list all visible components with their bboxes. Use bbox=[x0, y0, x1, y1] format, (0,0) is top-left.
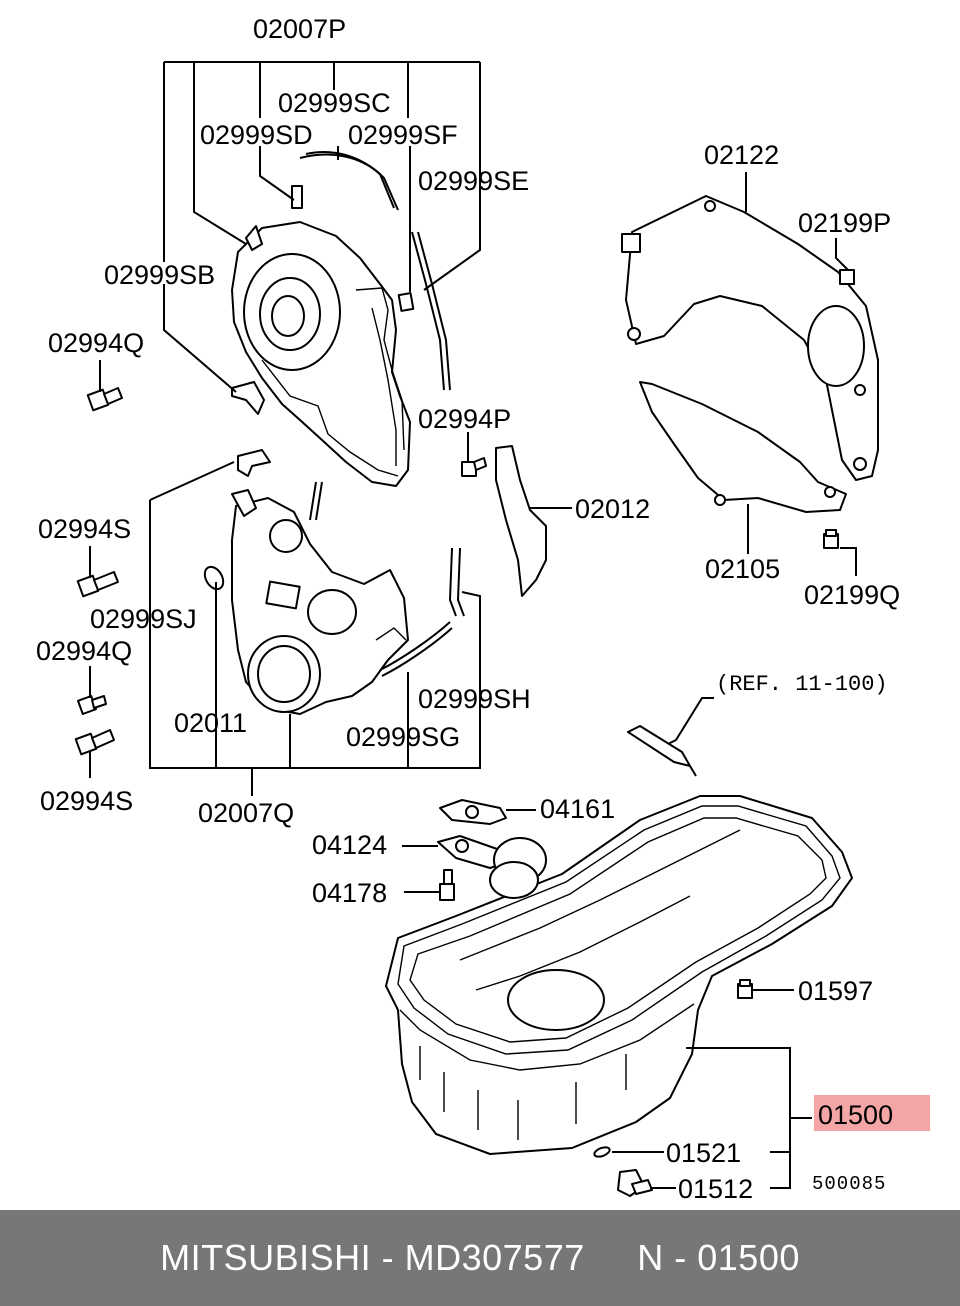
bolt-02199p bbox=[839, 269, 855, 285]
label-04124: 04124 bbox=[312, 830, 387, 860]
gasket-02999sc bbox=[299, 153, 395, 209]
label-02007p: 02007P bbox=[253, 14, 346, 44]
bracket-02012 bbox=[495, 445, 547, 597]
label-01512: 01512 bbox=[678, 1174, 753, 1204]
lower-timing-cover bbox=[231, 489, 409, 715]
label-02199p: 02199P bbox=[798, 208, 891, 238]
gasket-01521 bbox=[593, 1146, 611, 1158]
gasket-02999se bbox=[411, 231, 445, 391]
sealant-tube bbox=[627, 725, 691, 767]
label-02012: 02012 bbox=[575, 494, 650, 524]
footer-text: MITSUBISHI - MD307577 N - 01500 bbox=[160, 1237, 800, 1278]
label-02999se: 02999SE bbox=[418, 166, 529, 196]
parts-diagram: 02007P 02999SC 02999SD 02999SF 02999SE 0… bbox=[36, 14, 930, 1204]
label-02122: 02122 bbox=[704, 140, 779, 170]
bolt-02994s-a bbox=[76, 571, 119, 598]
label-01500: 01500 bbox=[818, 1100, 893, 1130]
label-02999sg: 02999SG bbox=[346, 722, 460, 752]
label-02011: 02011 bbox=[174, 708, 247, 738]
bolt-02994q-a bbox=[86, 387, 123, 412]
label-02994s-a: 02994S bbox=[38, 514, 131, 544]
drain-plug-01512 bbox=[617, 1169, 653, 1197]
bolt-02994p bbox=[461, 457, 487, 477]
diagram-code: 500085 bbox=[812, 1173, 886, 1195]
label-02999sf: 02999SF bbox=[348, 120, 458, 150]
label-02999sd: 02999SD bbox=[200, 120, 313, 150]
label-04178: 04178 bbox=[312, 878, 387, 908]
label-02994s-b: 02994S bbox=[40, 786, 133, 816]
gasket-02999sh bbox=[448, 547, 465, 617]
label-ref: (REF. 11-100) bbox=[716, 672, 888, 697]
bolt-04178 bbox=[439, 869, 455, 901]
label-02999sj: 02999SJ bbox=[90, 604, 197, 634]
upper-timing-cover bbox=[231, 221, 411, 487]
footer-bar: MITSUBISHI - MD307577 N - 01500 bbox=[0, 1210, 960, 1306]
label-01597: 01597 bbox=[798, 976, 873, 1006]
gasket-02999sg bbox=[379, 621, 453, 677]
label-01521: 01521 bbox=[666, 1138, 741, 1168]
back-plate-02122 bbox=[621, 195, 879, 481]
label-02994p: 02994P bbox=[418, 404, 511, 434]
bolt-02994q-b bbox=[77, 695, 107, 715]
cover-02105 bbox=[639, 381, 847, 513]
label-02199q: 02199Q bbox=[804, 580, 900, 610]
label-02105: 02105 bbox=[705, 554, 780, 584]
bolt-02199q bbox=[823, 529, 839, 549]
bolt-01597 bbox=[737, 979, 753, 999]
label-02999sc: 02999SC bbox=[278, 88, 391, 118]
label-02999sb: 02999SB bbox=[104, 260, 215, 290]
label-04161: 04161 bbox=[540, 794, 615, 824]
strainer-04124 bbox=[437, 835, 547, 899]
label-02994q-b: 02994Q bbox=[36, 636, 132, 666]
gasket-04161 bbox=[439, 799, 507, 825]
bolt-02994s-b bbox=[74, 729, 115, 756]
highlight-01500 bbox=[814, 1095, 930, 1131]
label-02994q-a: 02994Q bbox=[48, 328, 144, 358]
gasket-02999sb bbox=[231, 381, 265, 415]
label-02999sh: 02999SH bbox=[418, 684, 531, 714]
oil-pan-01500 bbox=[385, 795, 853, 1155]
label-02007q: 02007Q bbox=[198, 798, 294, 828]
